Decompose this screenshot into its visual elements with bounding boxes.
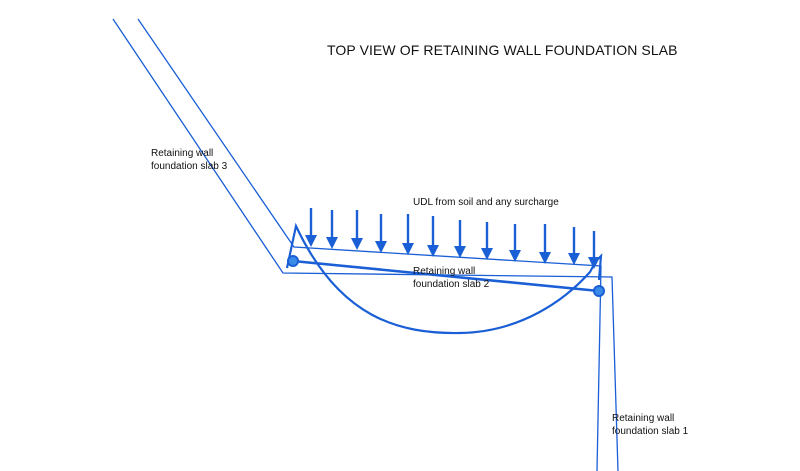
- bending-moment-curve: [285, 222, 603, 335]
- label-foundation-slab-2: Retaining wall foundation slab 2: [413, 265, 489, 291]
- load-arrow: [351, 210, 363, 250]
- label-udl: UDL from soil and any surcharge: [413, 197, 559, 208]
- label-slab2-line1: Retaining wall: [413, 266, 476, 277]
- diagram-title: TOP VIEW OF RETAINING WALL FOUNDATION SL…: [327, 42, 678, 58]
- load-arrow: [539, 224, 551, 264]
- slab-outer-edge: [112, 18, 619, 471]
- load-arrow: [402, 214, 414, 255]
- load-arrow: [427, 216, 439, 257]
- load-arrow: [375, 214, 387, 253]
- support-beam-line: [292, 259, 600, 293]
- load-arrow: [305, 208, 317, 247]
- label-foundation-slab-3: Retaining wall foundation slab 3: [151, 147, 227, 173]
- slab-inner-edge: [137, 18, 602, 471]
- left-pin-support: [287, 255, 299, 267]
- label-slab1-line1: Retaining wall: [612, 413, 675, 424]
- label-slab3-line2: foundation slab 3: [151, 161, 228, 172]
- load-arrow: [326, 210, 338, 249]
- right-pin-support: [593, 285, 605, 297]
- label-foundation-slab-1: Retaining wall foundation slab 1: [612, 412, 688, 438]
- label-slab3-line1: Retaining wall: [151, 148, 214, 159]
- load-arrow: [568, 227, 580, 265]
- label-slab1-line2: foundation slab 1: [612, 426, 689, 437]
- load-arrow: [588, 231, 600, 269]
- udl-load-arrows: [305, 208, 600, 269]
- load-arrow: [481, 222, 493, 260]
- label-slab2-line2: foundation slab 2: [413, 279, 490, 290]
- load-arrow: [509, 224, 521, 262]
- load-arrow: [454, 220, 466, 258]
